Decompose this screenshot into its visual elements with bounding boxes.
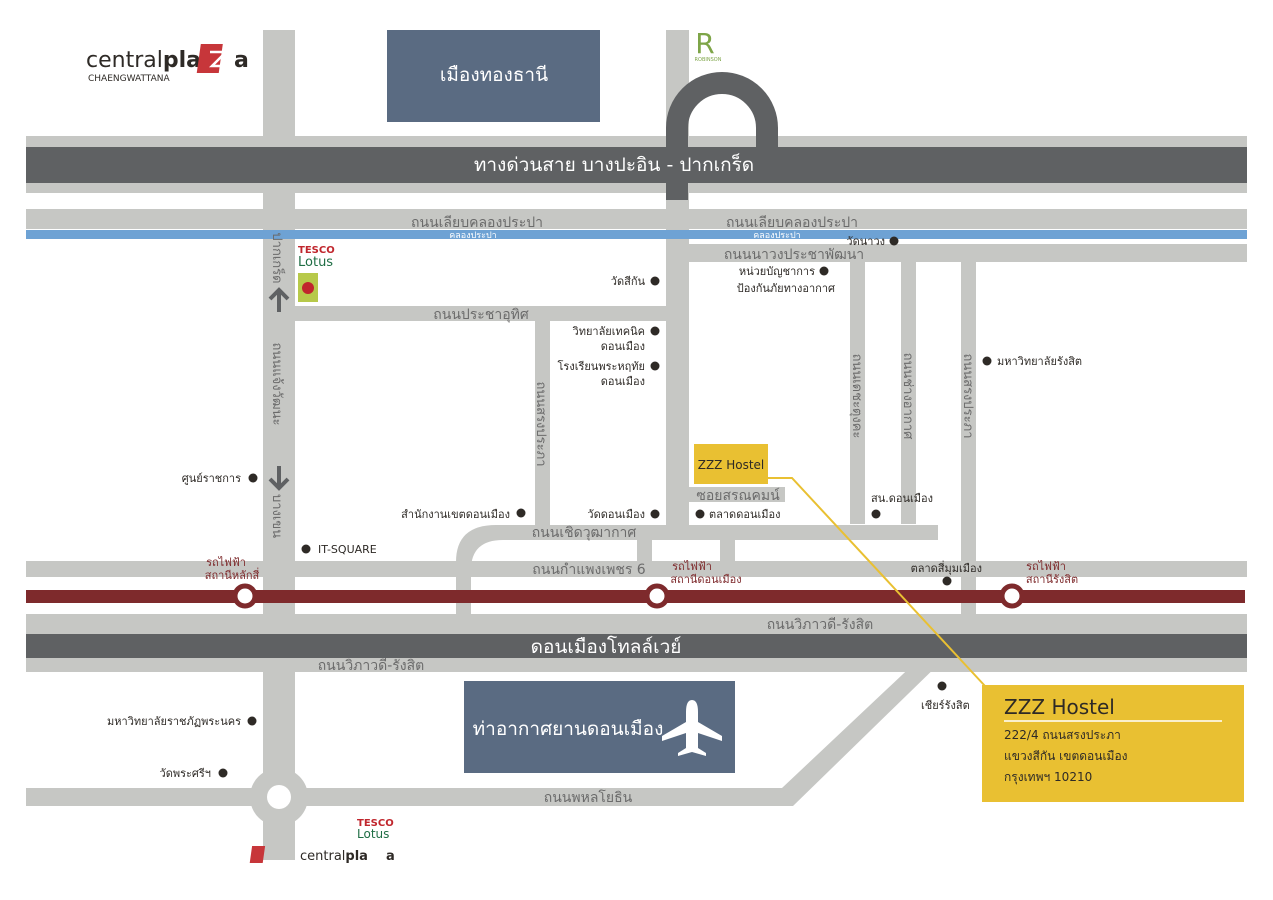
label-pracha-uthit: ถนนประชาอุทิศ [433, 307, 529, 323]
hostel-card-title: ZZZ Hostel [1004, 695, 1115, 719]
poi-school-1: โรงเรียนพระหฤทัย [558, 359, 646, 373]
station-don-muang-line1: รถไฟฟ้า [672, 560, 712, 573]
station-rangsit-line2: สถานีรังสิต [1026, 573, 1078, 586]
muang-thong-box [387, 30, 600, 122]
label-liap-right: ถนนเลียบคลองประปา [726, 215, 858, 231]
svg-text:centralpla: centralpla [300, 849, 368, 864]
poi-rangsit-univ: มหาวิทยาลัยรังสิต [997, 355, 1082, 368]
label-road-a: ถนนเดชะตุงคะ [849, 354, 864, 439]
label-songprapa-vertical: ถนนสรงประภา [533, 382, 548, 467]
poi-wat-si-kan: วัดสีกัน [611, 275, 646, 288]
svg-text:TESCO: TESCO [298, 245, 335, 256]
robinson-logo: R ROBINSON [695, 27, 722, 63]
station-don-muang-line2: สถานีดอนเมือง [670, 573, 741, 586]
roundabout-center [267, 785, 291, 809]
arrow-down-icon [268, 466, 290, 491]
label-road-c: ถนนสรงประภา [960, 354, 975, 439]
svg-text:centralpla: centralpla [86, 48, 201, 73]
label-kamphaeng-phet: ถนนกำแพงเพชร 6 [532, 562, 646, 578]
hostel-card-line3: กรุงเทพฯ 10210 [1004, 770, 1092, 785]
poi-police-station: สน.ดอนเมือง [871, 492, 933, 505]
svg-text:ROBINSON: ROBINSON [695, 57, 722, 63]
station-labels: รถไฟฟ้า สถานีหลักสี่ รถไฟฟ้า สถานีดอนเมื… [205, 556, 1078, 586]
road-labels: เมืองทองธานี ท่าอากาศยานดอนเมือง ทางด่วน… [269, 64, 975, 806]
poi-dots [218, 236, 992, 778]
svg-text:Lotus: Lotus [357, 827, 389, 841]
label-muang-thong: เมืองทองธานี [440, 64, 548, 86]
tesco-lotus-logo-top: TESCO Lotus [298, 245, 335, 302]
label-road-b: ถนนช่างอากาศ [900, 353, 915, 440]
label-phahonyothin: ถนนพหลโยธิน [544, 789, 633, 806]
poi-rajabhat-univ: มหาวิทยาลัยราชภัฏพระนคร [107, 715, 241, 728]
svg-text:a: a [386, 849, 395, 864]
hostel-marker-label: ZZZ Hostel [698, 458, 765, 472]
poi-tech-college-2: ดอนเมือง [601, 340, 645, 353]
hostel-card-line1: 222/4 ถนนสรงประภา [1004, 728, 1121, 742]
station-rangsit-marker[interactable] [999, 583, 1025, 609]
central-z-mark-small-icon [249, 846, 266, 863]
label-expressway: ทางด่วนสาย บางปะอิน - ปากเกร็ด [474, 152, 754, 176]
label-pak-kret: ปากเกร็ด [269, 232, 287, 283]
hostel-card [982, 685, 1244, 802]
station-rangsit-line1: รถไฟฟ้า [1026, 560, 1066, 573]
airplane-icon [662, 700, 722, 756]
label-liap-left: ถนนเลียบคลองประปา [411, 215, 543, 231]
station-lak-si-line2: สถานีหลักสี่ [205, 567, 260, 582]
svg-text:Lotus: Lotus [298, 255, 333, 270]
hostel-card-line2: แขวงสีกัน เขตดอนเมือง [1004, 749, 1128, 763]
label-canal-right: คลองประปา [753, 231, 800, 241]
road-network [26, 30, 1247, 860]
tesco-lotus-logo-bottom: TESCO Lotus [357, 818, 394, 841]
tollway-band [26, 634, 1247, 658]
label-vibhavadi-left: ถนนวิภาวดี-รังสิต [318, 658, 425, 674]
poi-wat-don-muang: วัดดอนเมือง [587, 508, 645, 521]
expressway-ramp [666, 72, 778, 200]
label-chaengwattana: ถนนแจ้งวัฒนะ [269, 343, 284, 426]
poi-labels: วัดนาวง วัดสีกัน หน่วยบัญชาการ ป้องกันภั… [107, 235, 1082, 780]
svg-text:CHAENGWATTANA: CHAENGWATTANA [88, 74, 170, 84]
station-lak-si-marker[interactable] [232, 583, 258, 609]
central-plaza-logo-top: centralpla a CHAENGWATTANA [86, 44, 249, 84]
svg-text:R: R [695, 27, 714, 60]
poi-wat-nawong: วัดนาวง [846, 235, 885, 248]
label-airport: ท่าอากาศยานดอนเมือง [473, 718, 664, 740]
svg-text:a: a [234, 48, 249, 73]
label-soi-sornkhanom: ซอยสรณคมน์ [696, 487, 780, 504]
rail-line [26, 590, 1245, 603]
hostel-marker[interactable] [694, 444, 768, 484]
poi-govt-center: ศูนย์ราชการ [182, 472, 241, 485]
label-vibhavadi-right: ถนนวิภาวดี-รังสิต [767, 617, 874, 633]
svg-text:TESCO: TESCO [357, 818, 394, 829]
label-bang-khen: บางเขน [269, 494, 284, 538]
poi-school-2: ดอนเมือง [601, 375, 645, 388]
poi-tech-college-1: วิทยาลัยเทคนิค [572, 325, 645, 338]
poi-disaster-unit-2: ป้องกันภัยทางอากาศ [737, 282, 835, 295]
poi-district-office: สำนักงานเขตดอนเมือง [401, 508, 510, 521]
station-don-muang-marker[interactable] [644, 583, 670, 609]
label-tollway: ดอนเมืองโทลล์เวย์ [531, 635, 682, 658]
poi-it-square: IT-SQUARE [318, 543, 377, 556]
hostel-pointer-line [768, 477, 986, 687]
poi-wat-phra-si: วัดพระศรีฯ [160, 767, 211, 780]
expressway-band [26, 147, 1247, 183]
canal-line [26, 230, 1247, 239]
poi-don-muang-market: ตลาดดอนเมือง [709, 508, 780, 521]
station-lak-si-line1: รถไฟฟ้า [206, 556, 246, 569]
label-nawong: ถนนนาวงประชาพัฒนา [724, 247, 864, 263]
poi-disaster-unit-1: หน่วยบัญชาการ [739, 265, 815, 278]
poi-si-mum-muang: ตลาดสี่มุมเมือง [911, 560, 982, 575]
arrow-up-icon [268, 287, 290, 312]
label-canal-left: คลองประปา [449, 231, 496, 241]
central-plaza-logo-bottom: centralpla a [249, 846, 395, 864]
poi-chiang-rangsit: เชียร์รังสิต [921, 699, 970, 712]
label-choetwutthakat: ถนนเชิดวุฒากาศ [532, 525, 637, 541]
